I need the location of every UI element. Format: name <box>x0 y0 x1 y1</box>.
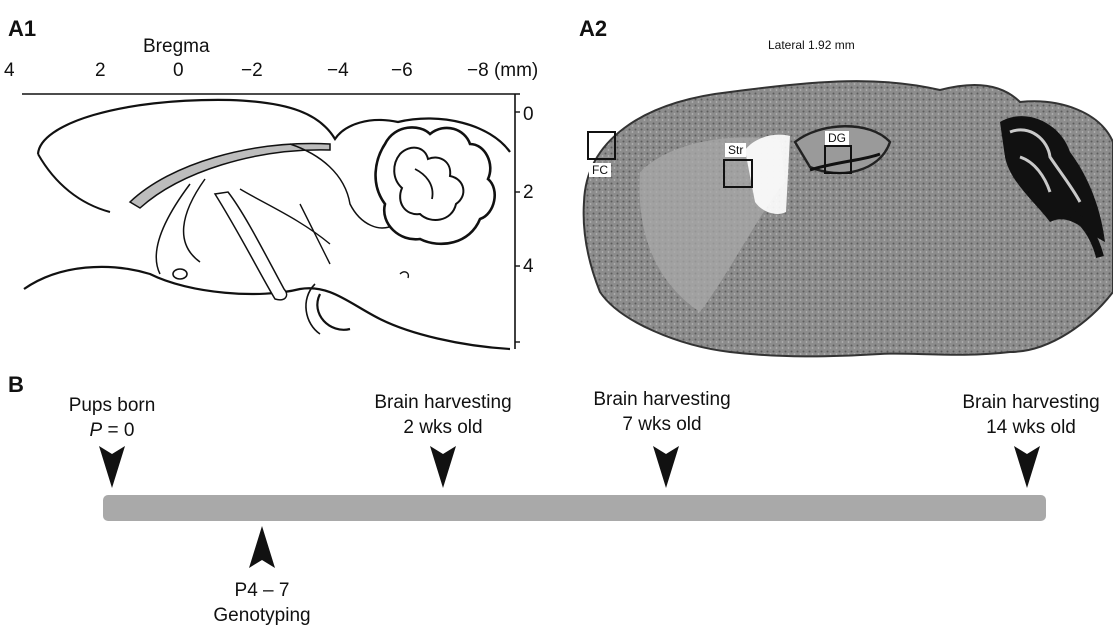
region-label-str: Str <box>725 143 746 157</box>
a1-top-tick: −2 <box>241 60 263 82</box>
arrowhead-genotyping <box>249 526 275 568</box>
a1-top-tick: 2 <box>95 60 106 82</box>
event-label-harvest-14wk: Brain harvesting 14 wks old <box>951 390 1111 440</box>
a1-top-tick: −8 (mm) <box>467 60 538 82</box>
event-label-harvest-7wk: Brain harvesting 7 wks old <box>582 387 742 437</box>
bregma-axis-title: Bregma <box>143 36 210 58</box>
a1-top-tick: −6 <box>391 60 413 82</box>
arrowhead-pups-born <box>99 446 125 488</box>
a1-top-tick: 0 <box>173 60 184 82</box>
event-label-harvest-2wk: Brain harvesting 2 wks old <box>363 390 523 440</box>
event-label-genotyping: P4 – 7 Genotyping <box>192 578 332 628</box>
arrowhead-harvest-2wk <box>430 446 456 488</box>
a1-top-tick: −4 <box>327 60 349 82</box>
timeline-arrowheads <box>0 440 1113 590</box>
section-title: Lateral 1.92 mm <box>768 38 855 52</box>
a2-brain-section-image <box>580 62 1113 360</box>
event-label-pups-born: Pups born P = 0 <box>47 393 177 443</box>
region-label-fc: FC <box>589 163 611 177</box>
region-label-dg: DG <box>825 131 849 145</box>
arrowhead-harvest-7wk <box>653 446 679 488</box>
panel-label-a1: A1 <box>8 16 36 42</box>
a1-sagittal-atlas-drawing <box>0 84 525 354</box>
a1-top-tick: 4 <box>4 60 15 82</box>
arrowhead-harvest-14wk <box>1014 446 1040 488</box>
panel-label-b: B <box>8 372 24 398</box>
panel-label-a2: A2 <box>579 16 607 42</box>
